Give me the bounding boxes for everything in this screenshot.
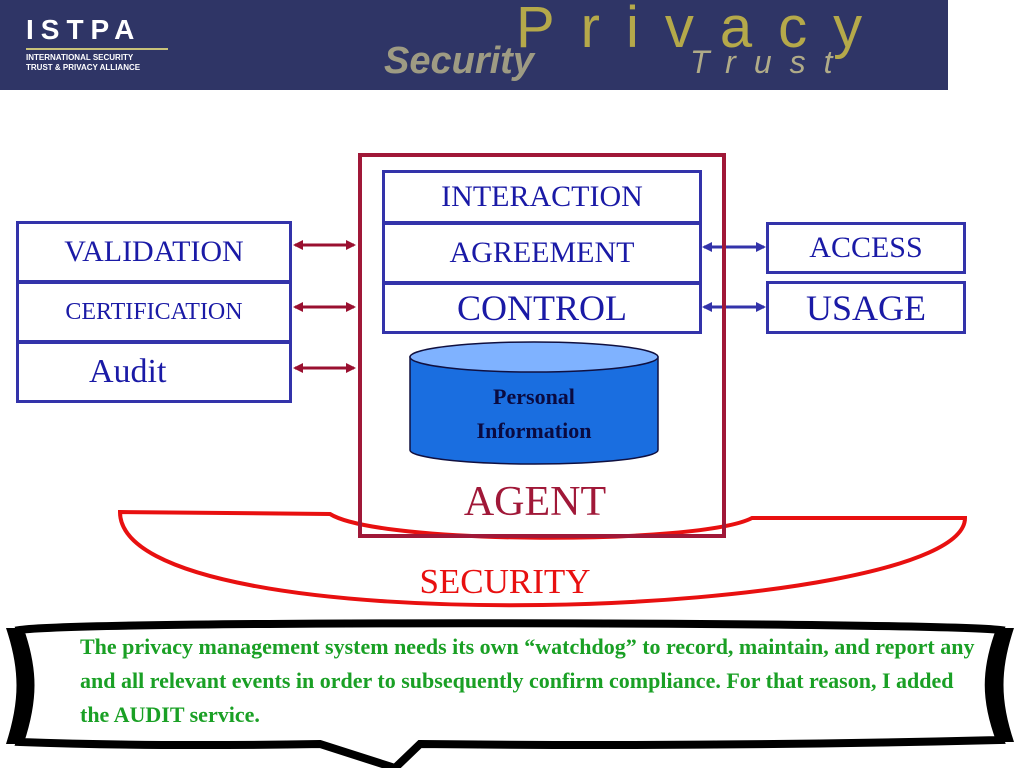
callout-bubble bbox=[14, 619, 1006, 768]
usage-box: USAGE bbox=[766, 281, 966, 334]
database-cylinder-top bbox=[409, 341, 659, 373]
org-logo-abbrev: ISTPA bbox=[26, 14, 142, 45]
callout-left-thick-edge bbox=[6, 628, 31, 744]
certification-box: CERTIFICATION bbox=[16, 281, 292, 343]
org-full-name: INTERNATIONAL SECURITY TRUST & PRIVACY A… bbox=[26, 53, 186, 73]
callout-right-thick-edge bbox=[989, 628, 1014, 742]
access-box: ACCESS bbox=[766, 222, 966, 274]
agreement-box: AGREEMENT bbox=[382, 222, 702, 284]
validation-box: VALIDATION bbox=[16, 221, 292, 283]
audit-box: Audit bbox=[16, 341, 292, 403]
org-name-line-1: INTERNATIONAL SECURITY bbox=[26, 53, 134, 62]
database-cylinder-body bbox=[409, 356, 659, 465]
personal-information-label: Personal Information bbox=[476, 384, 592, 443]
agent-label: AGENT bbox=[463, 479, 607, 525]
banner-security-word: Security bbox=[384, 40, 534, 82]
agent-frame bbox=[358, 153, 726, 538]
banner-trust-word: Trust bbox=[690, 44, 851, 80]
header-banner: ISTPA INTERNATIONAL SECURITY TRUST & PRI… bbox=[0, 0, 948, 90]
security-label: SECURITY bbox=[419, 562, 591, 601]
callout-text: The privacy management system needs its … bbox=[80, 634, 975, 727]
interaction-box: INTERACTION bbox=[382, 170, 702, 224]
control-box: CONTROL bbox=[382, 282, 702, 334]
org-name-line-2: TRUST & PRIVACY ALLIANCE bbox=[26, 63, 141, 72]
banner-privacy-word: Privacy bbox=[516, 0, 889, 60]
logo-divider bbox=[26, 48, 168, 50]
